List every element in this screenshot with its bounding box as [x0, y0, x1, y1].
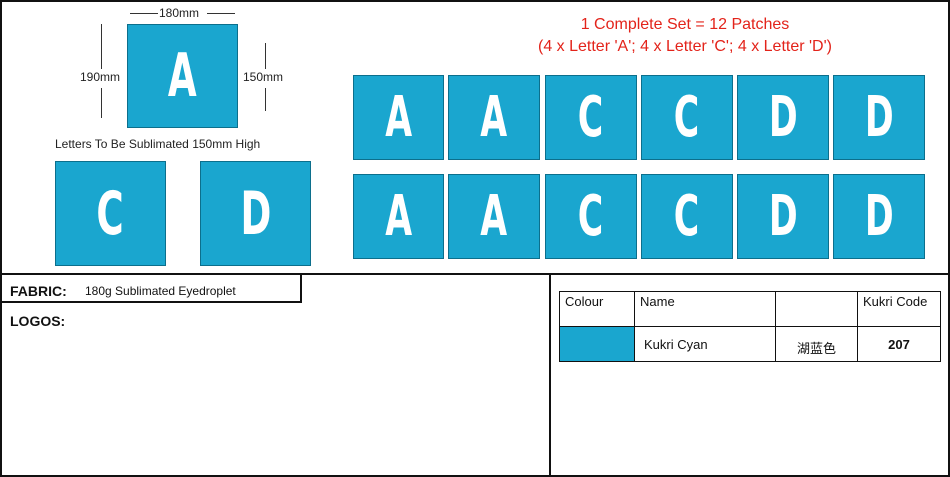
patch-letter: C	[578, 183, 604, 249]
patch-r1-c3: C	[545, 75, 637, 160]
fabric-value: 180g Sublimated Eyedroplet	[85, 284, 236, 298]
header-blank	[775, 291, 858, 327]
sample-patch-a: A	[127, 24, 238, 128]
patch-letter: A	[480, 84, 508, 150]
patch-letter: D	[768, 84, 798, 150]
width-dimension: 180mm	[159, 6, 200, 20]
patch-r2-c4: C	[641, 174, 733, 259]
patch-r1-c2: A	[448, 75, 540, 160]
patch-r1-c4: C	[641, 75, 733, 160]
patch-r2-c5: D	[737, 174, 829, 259]
letter-height-dimension: 150mm	[243, 70, 284, 84]
letter-dimension-line-top	[265, 43, 266, 69]
colour-table-header: Colour Name Kukri Code	[559, 291, 941, 327]
patch-letter: C	[578, 84, 604, 150]
sample-patch-c: C	[55, 161, 166, 266]
patch-letter: C	[674, 183, 700, 249]
header-kukri-code: Kukri Code	[857, 291, 941, 327]
fabric-box	[2, 275, 302, 303]
patch-r2-c2: A	[448, 174, 540, 259]
header-name: Name	[634, 291, 776, 327]
letters-caption: Letters To Be Sublimated 150mm High	[55, 137, 261, 151]
table-row: Kukri Cyan 湖蓝色 207	[559, 326, 941, 362]
logos-label: LOGOS:	[10, 313, 66, 329]
patch-letter: D	[240, 178, 271, 249]
height-dimension: 190mm	[80, 70, 121, 84]
patch-r1-c1: A	[353, 75, 444, 160]
section-divider	[0, 273, 950, 275]
patch-letter: D	[864, 183, 894, 249]
patch-letter: D	[768, 183, 798, 249]
patch-letter: D	[864, 84, 894, 150]
patch-letter: C	[674, 84, 700, 150]
sample-patch-d: D	[200, 161, 311, 266]
header-colour: Colour	[559, 291, 635, 327]
patch-letter: A	[168, 41, 197, 111]
height-dimension-line-top	[101, 24, 102, 69]
patch-r1-c6: D	[833, 75, 925, 160]
patch-letter: A	[385, 183, 412, 249]
width-dimension-line-right	[207, 13, 235, 14]
width-dimension-line-left	[130, 13, 158, 14]
colour-swatch	[559, 326, 635, 362]
patch-letter: C	[96, 178, 125, 249]
patch-r2-c1: A	[353, 174, 444, 259]
colour-name: Kukri Cyan	[634, 326, 776, 362]
colour-chinese-name: 湖蓝色	[775, 326, 858, 362]
patch-r2-c3: C	[545, 174, 637, 259]
colour-code: 207	[857, 326, 941, 362]
set-composition: (4 x Letter 'A'; 4 x Letter 'C'; 4 x Let…	[538, 38, 832, 55]
patch-letter: A	[385, 84, 412, 150]
colour-table: Colour Name Kukri Code Kukri Cyan 湖蓝色 20…	[559, 291, 941, 362]
fabric-label: FABRIC:	[10, 283, 67, 299]
column-divider	[549, 275, 551, 477]
letter-dimension-line-bottom	[265, 88, 266, 111]
patch-r2-c6: D	[833, 174, 925, 259]
set-count-title: 1 Complete Set = 12 Patches	[580, 16, 790, 33]
patch-letter: A	[480, 183, 508, 249]
height-dimension-line-bottom	[101, 88, 102, 118]
patch-r1-c5: D	[737, 75, 829, 160]
